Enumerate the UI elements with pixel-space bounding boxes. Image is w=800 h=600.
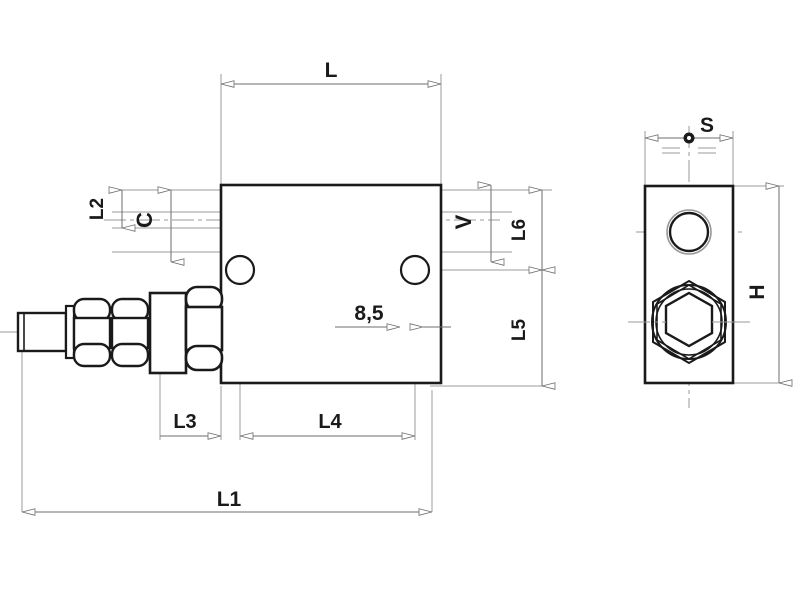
hex-outline-inner	[664, 291, 714, 348]
dimension-L3-label: L3	[173, 411, 196, 433]
port-circle-inner	[668, 211, 710, 253]
dimension-L1-label: L1	[217, 488, 242, 511]
hex-nut-1	[72, 297, 112, 368]
dimension-85-label: 8,5	[354, 302, 384, 325]
dimension-L5-label: L5	[509, 318, 530, 341]
dimension-L: L	[221, 59, 441, 88]
dimension-L1: L1	[22, 488, 432, 516]
side-view: L L2 C V L6 L5 8,5	[0, 59, 556, 516]
cylindrical-collar	[148, 291, 188, 375]
dimension-S: S	[645, 114, 733, 144]
dimension-H: H	[746, 182, 793, 387]
front-view: S H	[628, 114, 793, 408]
hex-nut-large	[184, 285, 224, 372]
hex-outline-outer	[652, 279, 726, 365]
dimension-L6-label: L6	[509, 219, 530, 241]
inlet-fitting-assembly	[16, 285, 224, 375]
dimension-L4-label: L4	[318, 411, 342, 433]
dimension-S-center-dot-core	[687, 136, 691, 140]
mounting-hole-right	[399, 254, 431, 286]
mounting-hole-left	[224, 254, 256, 286]
dimension-hole-diameter: 8,5	[335, 302, 451, 331]
dimension-L-label: L	[325, 59, 338, 82]
dimension-L2-label: L2	[87, 198, 108, 220]
dimension-L4: L4	[240, 411, 415, 440]
dimension-H-label: H	[746, 284, 769, 299]
dimension-S-label: S	[700, 114, 714, 137]
valve-body-side-outline	[219, 183, 443, 385]
dimension-L5: L5	[509, 266, 556, 390]
dimension-L2: L2	[87, 186, 136, 232]
dimension-C: C	[132, 186, 185, 266]
dimension-L3: L3	[160, 411, 221, 440]
dimension-V: V	[451, 181, 505, 266]
hex-outline-mid	[656, 284, 722, 360]
dimension-C-label: C	[132, 212, 157, 228]
hex-nut-2	[110, 297, 150, 368]
dimension-V-label: V	[451, 214, 476, 229]
threaded-stem	[16, 311, 68, 353]
dimension-L6: L6	[509, 186, 556, 274]
